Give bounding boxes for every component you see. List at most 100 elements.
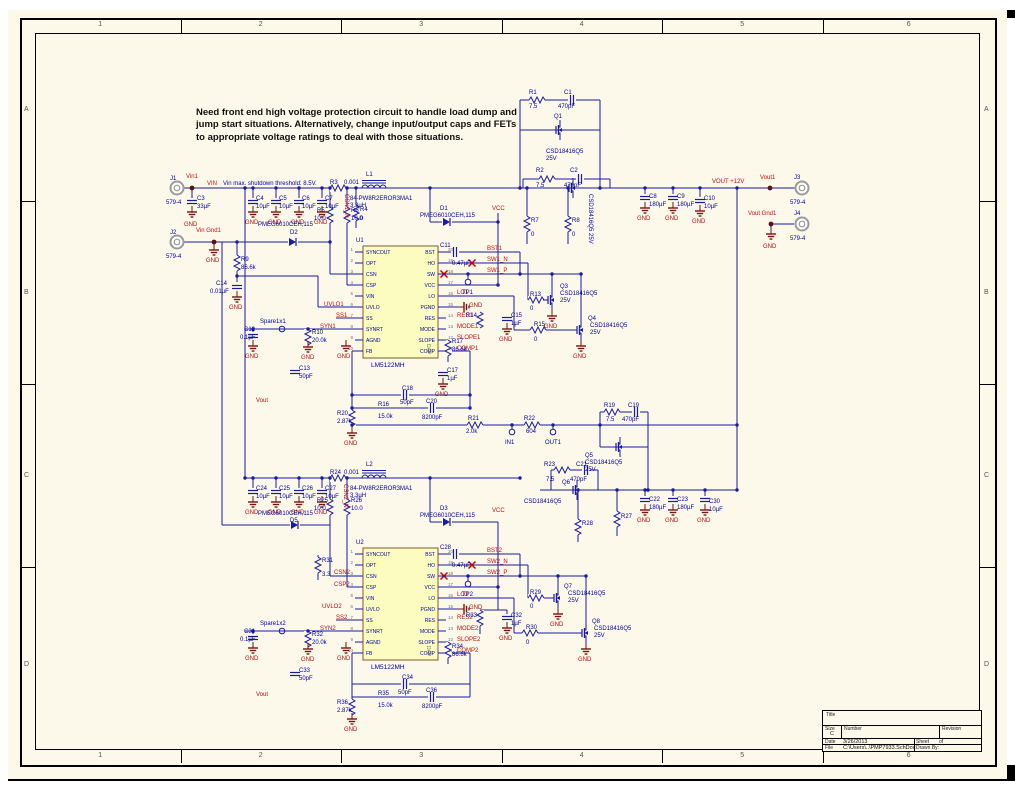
fet-symbol[interactable] [549, 588, 560, 608]
res-symbol[interactable] [475, 311, 485, 329]
cap-symbol[interactable] [231, 283, 243, 291]
gnd-symbol[interactable] [668, 504, 678, 516]
res-symbol[interactable] [347, 409, 357, 427]
gnd-symbol[interactable] [232, 291, 242, 303]
gnd-symbol[interactable] [547, 310, 557, 322]
cap-symbol[interactable] [316, 198, 328, 206]
res-symbol[interactable] [529, 325, 547, 335]
gnd-symbol[interactable] [341, 340, 351, 352]
res-symbol[interactable] [528, 95, 546, 105]
fet-symbol[interactable] [568, 480, 579, 500]
gnd-symbol[interactable] [248, 642, 258, 654]
cap-symbol[interactable] [428, 691, 436, 703]
cap-symbol[interactable] [451, 246, 459, 258]
res-symbol[interactable] [612, 510, 622, 528]
ind-symbol[interactable] [361, 470, 387, 479]
fet-symbol[interactable] [543, 290, 554, 310]
ic-u1[interactable]: 1SYNCOUT2OPT3CSN4CSP5VIN6UVLO7SS8SYNRT9A… [348, 245, 454, 369]
gnd-symbol[interactable] [766, 228, 776, 240]
tp-symbol[interactable] [278, 325, 286, 333]
res-symbol[interactable] [325, 498, 335, 516]
res-symbol[interactable] [443, 641, 453, 659]
res-symbol[interactable] [342, 206, 352, 224]
res-symbol[interactable] [521, 628, 539, 638]
dio-symbol[interactable] [290, 520, 300, 530]
ic-u2[interactable]: 1SYNCOUT2OPT3CSN4CSP5VIN6UVLO7SS8SYNRT9A… [348, 547, 454, 671]
res-symbol[interactable] [303, 328, 313, 346]
fet-symbol[interactable] [611, 437, 622, 457]
cap-symbol[interactable] [293, 488, 305, 496]
res-symbol[interactable] [603, 407, 621, 417]
res-symbol[interactable] [303, 630, 313, 648]
tp-symbol[interactable] [464, 580, 472, 588]
gnd-symbol[interactable] [668, 202, 678, 214]
gnd-symbol[interactable] [640, 202, 650, 214]
cap-symbol[interactable] [667, 496, 679, 504]
tp-symbol[interactable] [464, 278, 472, 286]
res-symbol[interactable] [325, 206, 335, 224]
cap-symbol[interactable] [289, 368, 301, 376]
port-symbol[interactable] [169, 234, 185, 250]
gnd-symbol[interactable] [695, 205, 705, 217]
gnd-symbol[interactable] [294, 496, 304, 508]
dio-symbol[interactable] [442, 517, 452, 527]
gnd-symbol[interactable] [458, 604, 470, 614]
res-symbol[interactable] [466, 420, 484, 430]
cap-symbol[interactable] [247, 332, 259, 340]
gnd-symbol[interactable] [303, 341, 313, 353]
dio-symbol[interactable] [442, 217, 452, 227]
port-symbol[interactable] [794, 216, 810, 232]
gnd-symbol[interactable] [303, 643, 313, 655]
gnd-symbol[interactable] [271, 496, 281, 508]
res-symbol[interactable] [329, 473, 347, 483]
gnd-symbol[interactable] [576, 340, 586, 352]
cap-symbol[interactable] [576, 173, 584, 185]
cap-symbol[interactable] [501, 614, 513, 622]
cap-symbol[interactable] [316, 488, 328, 496]
gnd-symbol[interactable] [640, 504, 650, 516]
res-symbol[interactable] [443, 339, 453, 357]
res-symbol[interactable] [475, 609, 485, 627]
cap-symbol[interactable] [270, 488, 282, 496]
gnd-symbol[interactable] [248, 206, 258, 218]
gnd-symbol[interactable] [700, 504, 710, 516]
cap-symbol[interactable] [667, 194, 679, 202]
gnd-symbol[interactable] [438, 378, 448, 390]
cap-symbol[interactable] [639, 496, 651, 504]
ind-symbol[interactable] [361, 180, 387, 189]
cap-symbol[interactable] [270, 198, 282, 206]
res-symbol[interactable] [351, 204, 361, 222]
res-symbol[interactable] [523, 420, 541, 430]
x-symbol[interactable] [467, 560, 477, 570]
gnd-symbol[interactable] [294, 206, 304, 218]
cap-symbol[interactable] [401, 389, 409, 401]
gnd-symbol[interactable] [248, 340, 258, 352]
cap-symbol[interactable] [247, 634, 259, 642]
res-symbol[interactable] [538, 174, 556, 184]
cap-symbol[interactable] [501, 315, 513, 323]
cap-symbol[interactable] [401, 678, 409, 690]
gnd-symbol[interactable] [317, 496, 327, 508]
cap-symbol[interactable] [699, 496, 711, 504]
cap-symbol[interactable] [247, 488, 259, 496]
gnd-symbol[interactable] [502, 323, 512, 335]
cap-symbol[interactable] [293, 198, 305, 206]
tp-symbol[interactable] [549, 428, 557, 436]
res-symbol[interactable] [329, 183, 347, 193]
res-symbol[interactable] [232, 254, 242, 272]
gnd-symbol[interactable] [458, 302, 470, 312]
res-symbol[interactable] [522, 215, 532, 233]
gnd-symbol[interactable] [347, 713, 357, 725]
gnd-symbol[interactable] [317, 206, 327, 218]
res-symbol[interactable] [342, 498, 352, 516]
cap-symbol[interactable] [639, 194, 651, 202]
res-symbol[interactable] [573, 518, 583, 536]
cap-symbol[interactable] [428, 402, 436, 414]
x-symbol[interactable] [467, 258, 477, 268]
res-symbol[interactable] [527, 593, 545, 603]
res-symbol[interactable] [563, 215, 573, 233]
cap-symbol[interactable] [582, 464, 590, 476]
gnd-symbol[interactable] [581, 643, 591, 655]
gnd-symbol[interactable] [209, 244, 219, 256]
cap-symbol[interactable] [437, 370, 449, 378]
